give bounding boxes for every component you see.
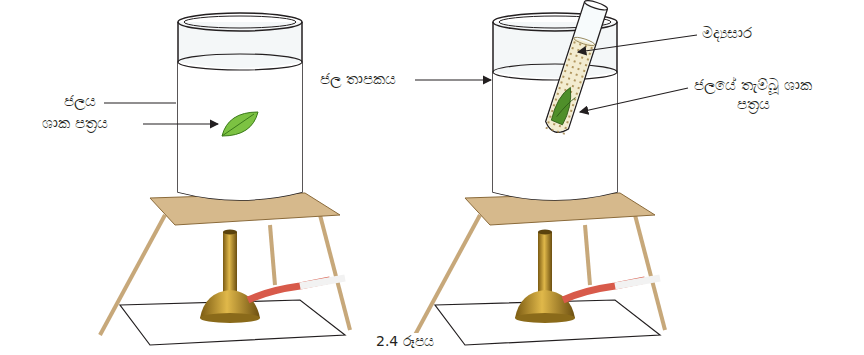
part-label: ජල තාපකය (318, 70, 398, 89)
part-label: ශාක පත්‍රය (40, 114, 110, 133)
part-label: මද්‍යසාර (700, 24, 754, 43)
figure-caption: 2.4 රූපය (374, 333, 436, 351)
part-label: ජලයේ තැම්බූ ශාක පත්‍රය (692, 76, 814, 114)
part-label: ජලය (62, 92, 98, 111)
